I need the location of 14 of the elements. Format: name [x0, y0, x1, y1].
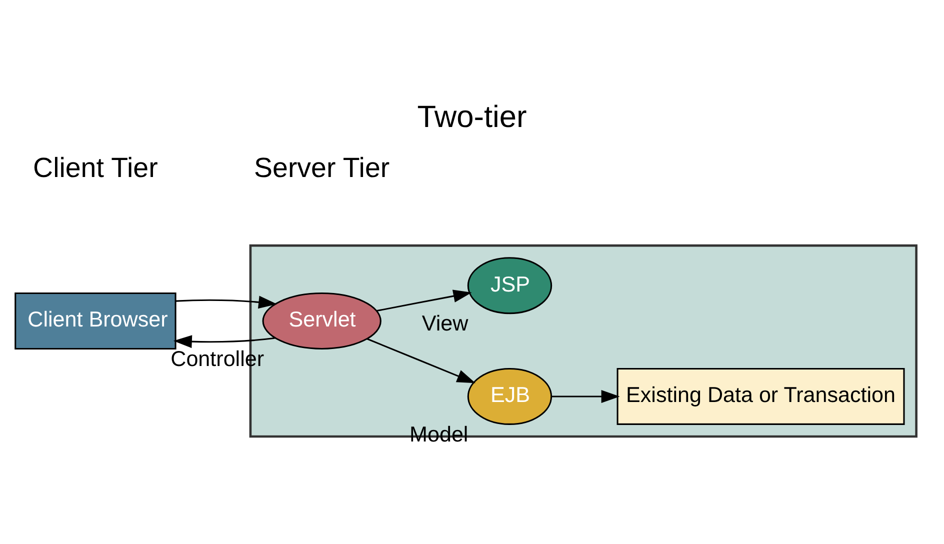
- arrow: [366, 338, 476, 383]
- node-ellipse: Servlet: [262, 292, 382, 349]
- node-ellipse: EJB: [467, 367, 552, 424]
- label: Client Tier: [33, 151, 158, 182]
- arrow: [176, 295, 278, 308]
- node-box: Existing Data or Transaction: [616, 367, 905, 424]
- arrow: [552, 390, 620, 402]
- diagram-title: Two-tier: [417, 98, 527, 134]
- arrow: [173, 334, 275, 348]
- node-label: View: [422, 310, 468, 336]
- node-ellipse: JSP: [467, 256, 552, 314]
- node-box: Client Browser: [14, 292, 176, 349]
- label: Server Tier: [254, 151, 390, 182]
- arrow: [376, 289, 472, 312]
